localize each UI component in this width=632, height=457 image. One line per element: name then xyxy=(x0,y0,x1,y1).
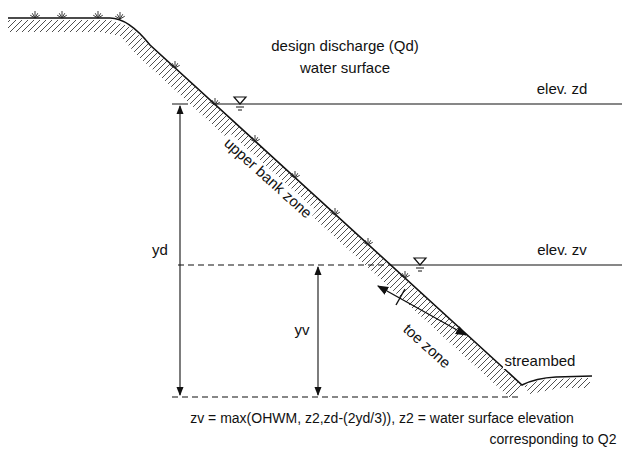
grass-stroke xyxy=(175,65,180,68)
zone-boundary-tick xyxy=(396,289,405,305)
bank-hatching xyxy=(8,20,522,398)
depth-dimension xyxy=(179,106,180,395)
streambed-datum xyxy=(172,396,522,397)
bank-profile xyxy=(8,18,592,385)
elevation-label: elev. zd xyxy=(535,81,590,98)
zone-boundary-arrow xyxy=(378,286,466,335)
grass-stroke xyxy=(295,175,300,178)
water-surface-symbol xyxy=(234,97,246,104)
definition-note: corresponding to Q2 xyxy=(488,432,619,447)
grass-stroke xyxy=(35,15,40,18)
toe-elevation-dashed xyxy=(178,264,390,265)
water-surface-symbol xyxy=(418,271,422,272)
toe-water-surface xyxy=(390,264,622,265)
water-surface-symbol xyxy=(416,268,424,269)
grass-stroke xyxy=(62,15,67,18)
definition-note: zv = max(OHWM, z2,zd-(2yd/3)), z2 = wate… xyxy=(188,411,576,426)
design-water-surface xyxy=(213,103,622,104)
grass-stroke xyxy=(120,16,125,19)
water-surface-symbol xyxy=(236,107,244,108)
depth-label: yv xyxy=(293,322,312,339)
grass-stroke xyxy=(335,212,340,215)
water-surface-symbol xyxy=(238,110,242,111)
water-surface-symbol xyxy=(414,258,426,265)
grass-stroke xyxy=(98,15,103,18)
water-surface-label: design discharge (Qd) xyxy=(269,38,421,55)
depth-label: yd xyxy=(150,242,170,259)
streambed-label: streambed xyxy=(503,353,578,370)
grass-stroke xyxy=(368,242,373,245)
grass-stroke xyxy=(405,275,410,278)
zone-label: upper bank zone xyxy=(219,133,316,223)
elevation-label: elev. zv xyxy=(535,242,589,259)
dimension-tick xyxy=(172,104,188,105)
zone-label: toe zone xyxy=(399,319,456,372)
grass-stroke xyxy=(255,139,260,142)
water-surface-label: water surface xyxy=(298,60,392,77)
depth-dimension xyxy=(317,267,318,395)
grass-stroke xyxy=(215,102,220,105)
